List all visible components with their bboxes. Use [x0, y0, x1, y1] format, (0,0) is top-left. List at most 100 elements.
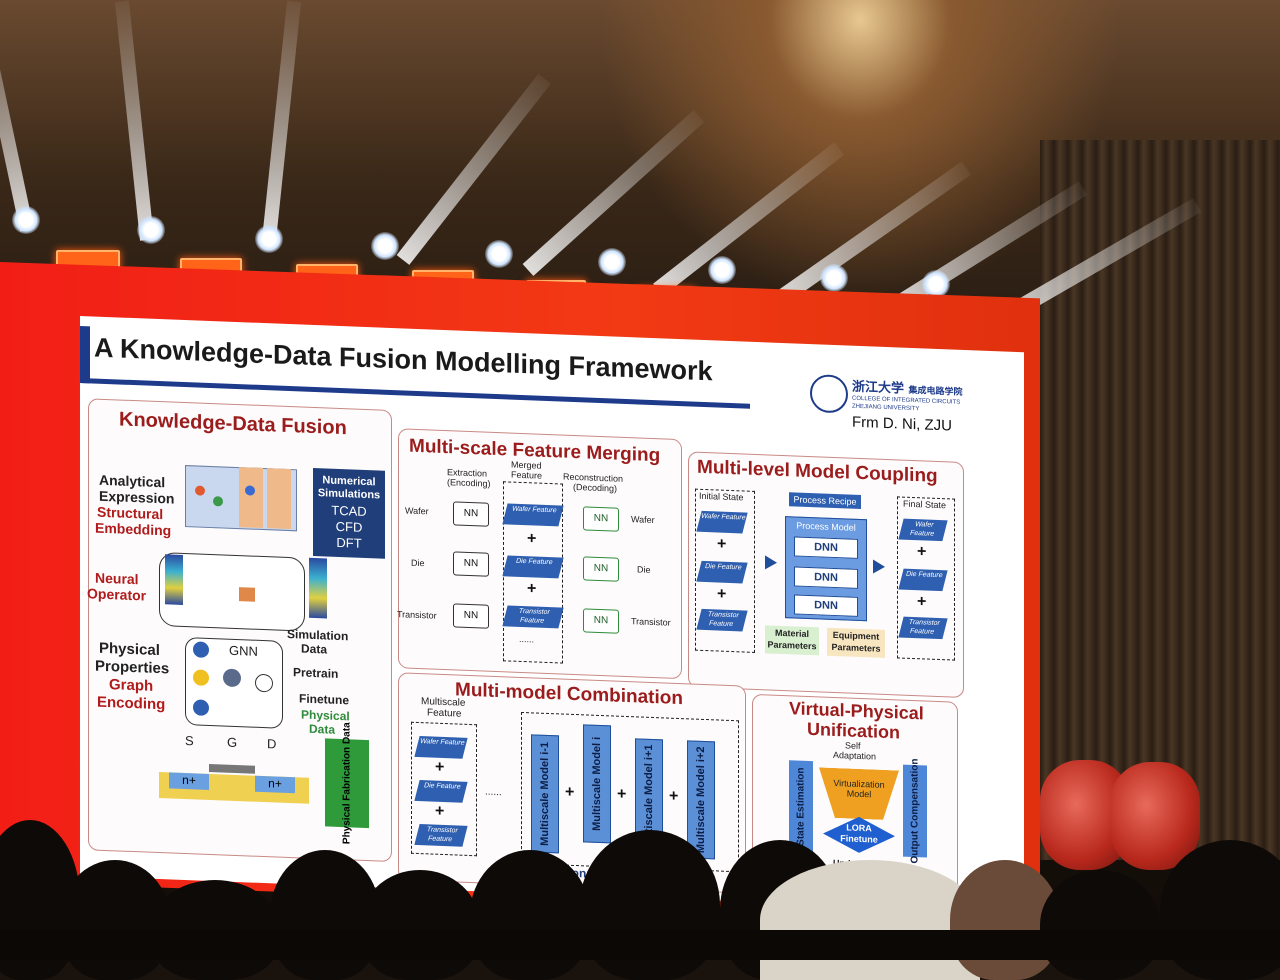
extraction-enc-label: (Encoding): [447, 477, 491, 489]
output-compensation-label: Output Compensation: [909, 758, 921, 864]
fab-text: Physical Fabrication Data: [342, 722, 353, 844]
source-label: S: [185, 733, 194, 749]
graph-node-icon: [223, 668, 241, 688]
stage-light: [708, 256, 736, 284]
feature-label: Feature: [427, 707, 462, 720]
node-icon: [213, 496, 223, 507]
neural-label: Neural: [95, 569, 139, 588]
field-map: [165, 554, 183, 605]
physical-data-label: Data: [309, 721, 336, 737]
graph-node-icon: [193, 699, 209, 716]
equipment-box: Equipment Parameters: [827, 627, 885, 658]
audience-head: [1040, 870, 1160, 980]
operator-block: [239, 587, 255, 602]
simulation-data-label: Data: [301, 641, 328, 657]
audience-head-light: [760, 860, 980, 980]
embedding-label: Embedding: [95, 519, 172, 539]
merged-label2: Feature: [511, 469, 543, 481]
transistor-feature-block: Transistor Feature: [414, 824, 468, 847]
pretrain-label: Pretrain: [293, 665, 339, 681]
die-feature-block: Die Feature: [898, 568, 948, 592]
logo-college-en2: ZHEJIANG UNIVERSITY: [852, 403, 920, 413]
die-feature-block: Die Feature: [414, 780, 468, 803]
process-model-label: Process Model: [796, 520, 856, 533]
multiscale-panel: Multi-scale Feature Merging Extraction (…: [397, 428, 682, 680]
audience-head: [470, 850, 590, 980]
plus-sign: +: [917, 593, 927, 611]
die-feature-block: Die Feature: [696, 560, 748, 584]
nn-encoder-die: NN: [453, 551, 489, 577]
transistor-feature-block: Transistor Feature: [898, 616, 948, 640]
nplus-region: n+: [255, 775, 295, 794]
nn-encoder-wafer: NN: [453, 501, 489, 527]
drain-label: D: [267, 736, 277, 752]
logo-college-cn: 集成电路学院: [908, 385, 963, 398]
fab-label2: Fabrication: [341, 746, 353, 801]
plus-sign: +: [717, 585, 727, 603]
plus-sign: +: [527, 580, 537, 598]
operator-label: Operator: [87, 585, 147, 604]
university-seal-icon: [810, 374, 848, 414]
material-params-label: Parameters: [767, 639, 817, 652]
graph-node-icon: [255, 673, 273, 693]
dft-label: DFT: [336, 534, 362, 551]
multiscale-model-3: Multiscale Model i+2: [687, 740, 715, 860]
multiscale-model-1: Multiscale Model i: [583, 724, 611, 844]
graph-node-icon: [193, 669, 209, 686]
nn-decoder-transistor: NN: [583, 608, 619, 634]
plus-sign: +: [669, 787, 679, 805]
die-feature-block: Die Feature: [502, 555, 564, 579]
fab-data-box: Physical Fabrication Data: [325, 722, 369, 844]
stage-light: [12, 206, 40, 234]
tcad-label: TCAD: [331, 502, 367, 520]
structure-column: [239, 467, 263, 529]
nn-encoder-transistor: NN: [453, 603, 489, 629]
reconstruction-dec-label: (Decoding): [573, 481, 618, 494]
credit-text: Frm D. Ni, ZJU: [852, 413, 952, 435]
transistor-feature-block: Transistor Feature: [696, 608, 748, 632]
plus-sign: +: [527, 530, 537, 548]
simulations-label: Simulations: [317, 487, 381, 502]
transistor-feature-block: Transistor Feature: [502, 605, 564, 629]
multiscale-model-0: Multiscale Model i-1: [531, 734, 559, 854]
side-wall: [1040, 140, 1280, 860]
nn-decoder-die: NN: [583, 556, 619, 582]
wafer-in-label: Wafer: [405, 505, 429, 517]
state-estimation-bar: State Estimation: [789, 760, 813, 854]
plus-sign: +: [717, 535, 727, 553]
gate-label: G: [227, 734, 238, 751]
numerical-sim-box: Numerical Simulations TCAD CFD DFT: [313, 467, 385, 559]
stage-light: [598, 248, 626, 276]
logo-name-cn: 浙江大学: [852, 379, 905, 397]
graph-node-icon: [193, 641, 209, 658]
transistor-out-label: Transistor: [631, 616, 671, 628]
plus-sign: +: [565, 783, 575, 801]
physical-props-label2: Properties: [95, 657, 170, 678]
arrow-right-icon: [765, 555, 777, 570]
dots-label: ......: [519, 633, 535, 645]
state-estimation-label: State Estimation: [795, 767, 807, 847]
multilevel-title: Multi-level Model Coupling: [697, 456, 938, 487]
stage-light: [922, 270, 950, 298]
dnn-block: DNN: [794, 566, 858, 589]
process-recipe: Process Recipe: [789, 492, 861, 510]
audience-head: [360, 870, 480, 980]
die-out-label: Die: [637, 564, 651, 575]
wafer-feature-block: Wafer Feature: [898, 518, 948, 542]
simulation-label: Simulation: [287, 626, 349, 644]
dots-label: ......: [485, 786, 502, 799]
encoding-label: Encoding: [97, 693, 166, 714]
stage-light: [371, 232, 399, 260]
physical-props-label1: Physical: [99, 639, 160, 660]
structure-column: [267, 468, 291, 530]
stage-light: [137, 216, 165, 244]
adaptation-label: Adaptation: [833, 749, 877, 762]
field-map: [309, 557, 327, 619]
model-label: Multiscale Model i+2: [695, 746, 707, 854]
die-in-label: Die: [411, 557, 425, 569]
initial-state-label: Initial State: [699, 490, 744, 503]
dnn-block: DNN: [794, 536, 858, 559]
graph-label: Graph: [109, 676, 154, 695]
wafer-feature-block: Wafer Feature: [696, 510, 748, 534]
self-label: Self: [845, 740, 861, 751]
